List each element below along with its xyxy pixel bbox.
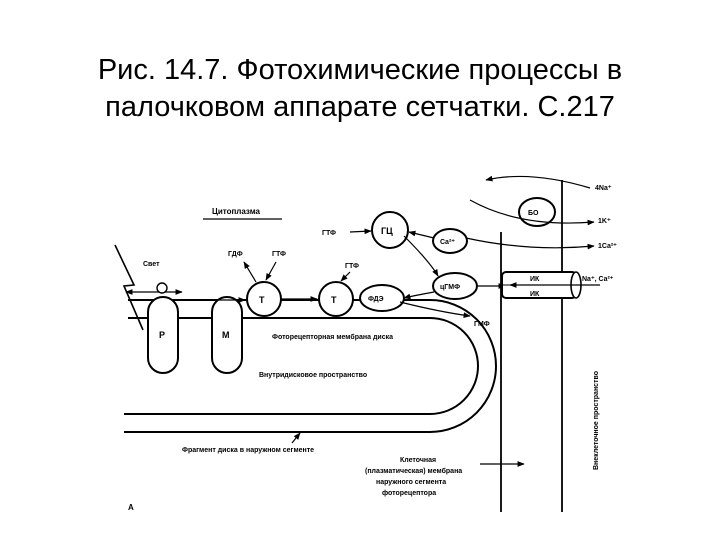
disc-inner-membrane (124, 317, 479, 415)
gtp-mid-arrow (340, 271, 351, 282)
ca-out-label: 1Ca²⁺ (598, 243, 617, 250)
ca-inhibits-gc-arrow (408, 230, 435, 239)
ik-top-label: ИК (530, 276, 540, 283)
intradisc-space-label: Внутридисковое пространство (259, 372, 367, 379)
r-label: Р (159, 330, 165, 340)
cell-membrane-label-3: наружного сегмента (376, 479, 446, 486)
pde-label: ФДЭ (368, 296, 384, 303)
title-line-2: палочковом аппарате сетчатки. С.217 (105, 91, 615, 123)
gtp-left-label: ГТФ (272, 251, 286, 258)
gdp-arrow (243, 261, 257, 283)
na-arrow (485, 175, 591, 189)
gtp-gc-label: ГТФ (322, 230, 336, 237)
exchanger-ellipse (518, 197, 556, 227)
photoreceptor-membrane-label: Фоторецепторная мембрана диска (272, 333, 393, 341)
ik-bottom-label: ИК (530, 291, 540, 298)
disc-outer-membrane (124, 299, 497, 433)
gc-to-cgmp-arrow (403, 235, 439, 277)
m-label: М (222, 330, 230, 340)
gdp-label: ГДФ (228, 251, 243, 258)
bo-label: БО (528, 210, 539, 217)
panel-letter: А (128, 503, 134, 512)
t1-label: Т (259, 295, 265, 305)
light-arrow (114, 244, 144, 331)
cell-membrane-label-4: фоторецептора (382, 490, 436, 497)
transducin-1-circle (246, 281, 282, 317)
guanylate-cyclase-circle (371, 211, 409, 249)
pde-to-gmp-arrow (399, 301, 471, 318)
disc-fragment-arrow (291, 432, 301, 444)
extracellular-label: Внеклеточное пространство (593, 371, 600, 470)
slide-title: Рис. 14.7. Фотохимические процессы в пал… (0, 52, 720, 126)
rhodopsin-capsule (147, 296, 179, 374)
ca-in-label: Ca²⁺ (440, 239, 455, 246)
title-line-1: Рис. 14.7. Фотохимические процессы в (97, 54, 623, 86)
cgmp-to-pde-arrow (403, 291, 435, 300)
gc-label: ГЦ (381, 226, 393, 236)
k-out-label: 1K⁺ (598, 218, 611, 225)
ca-efflux-arrow (465, 237, 595, 250)
cell-membrane-label-1: Клеточная (400, 457, 436, 464)
transducin-2-circle (318, 281, 354, 317)
cell-membrane-label-2: (плазматическая) мембрана (365, 467, 462, 475)
gtp-arrow (265, 261, 277, 281)
cgmp-label: цГМФ (440, 284, 460, 291)
gtp-to-gc-arrow (349, 228, 372, 235)
gtp-mid-label: ГТФ (345, 263, 359, 270)
chromophore-circle (156, 282, 168, 294)
k-arrow (469, 199, 595, 226)
ca-inner-ellipse (432, 228, 468, 254)
t2-label: Т (331, 295, 337, 305)
gmp-label: ГМФ (474, 321, 490, 328)
disc-fragment-label: Фрагмент диска в наружном сегменте (182, 447, 314, 454)
na-out-label: 4Na⁺ (595, 185, 612, 192)
metarhodopsin-capsule (211, 296, 243, 374)
na-ca-label: Na⁺, Ca²⁺ (582, 276, 614, 283)
light-label: Свет (143, 261, 160, 268)
cytoplasm-label: Цитоплазма (212, 207, 261, 216)
